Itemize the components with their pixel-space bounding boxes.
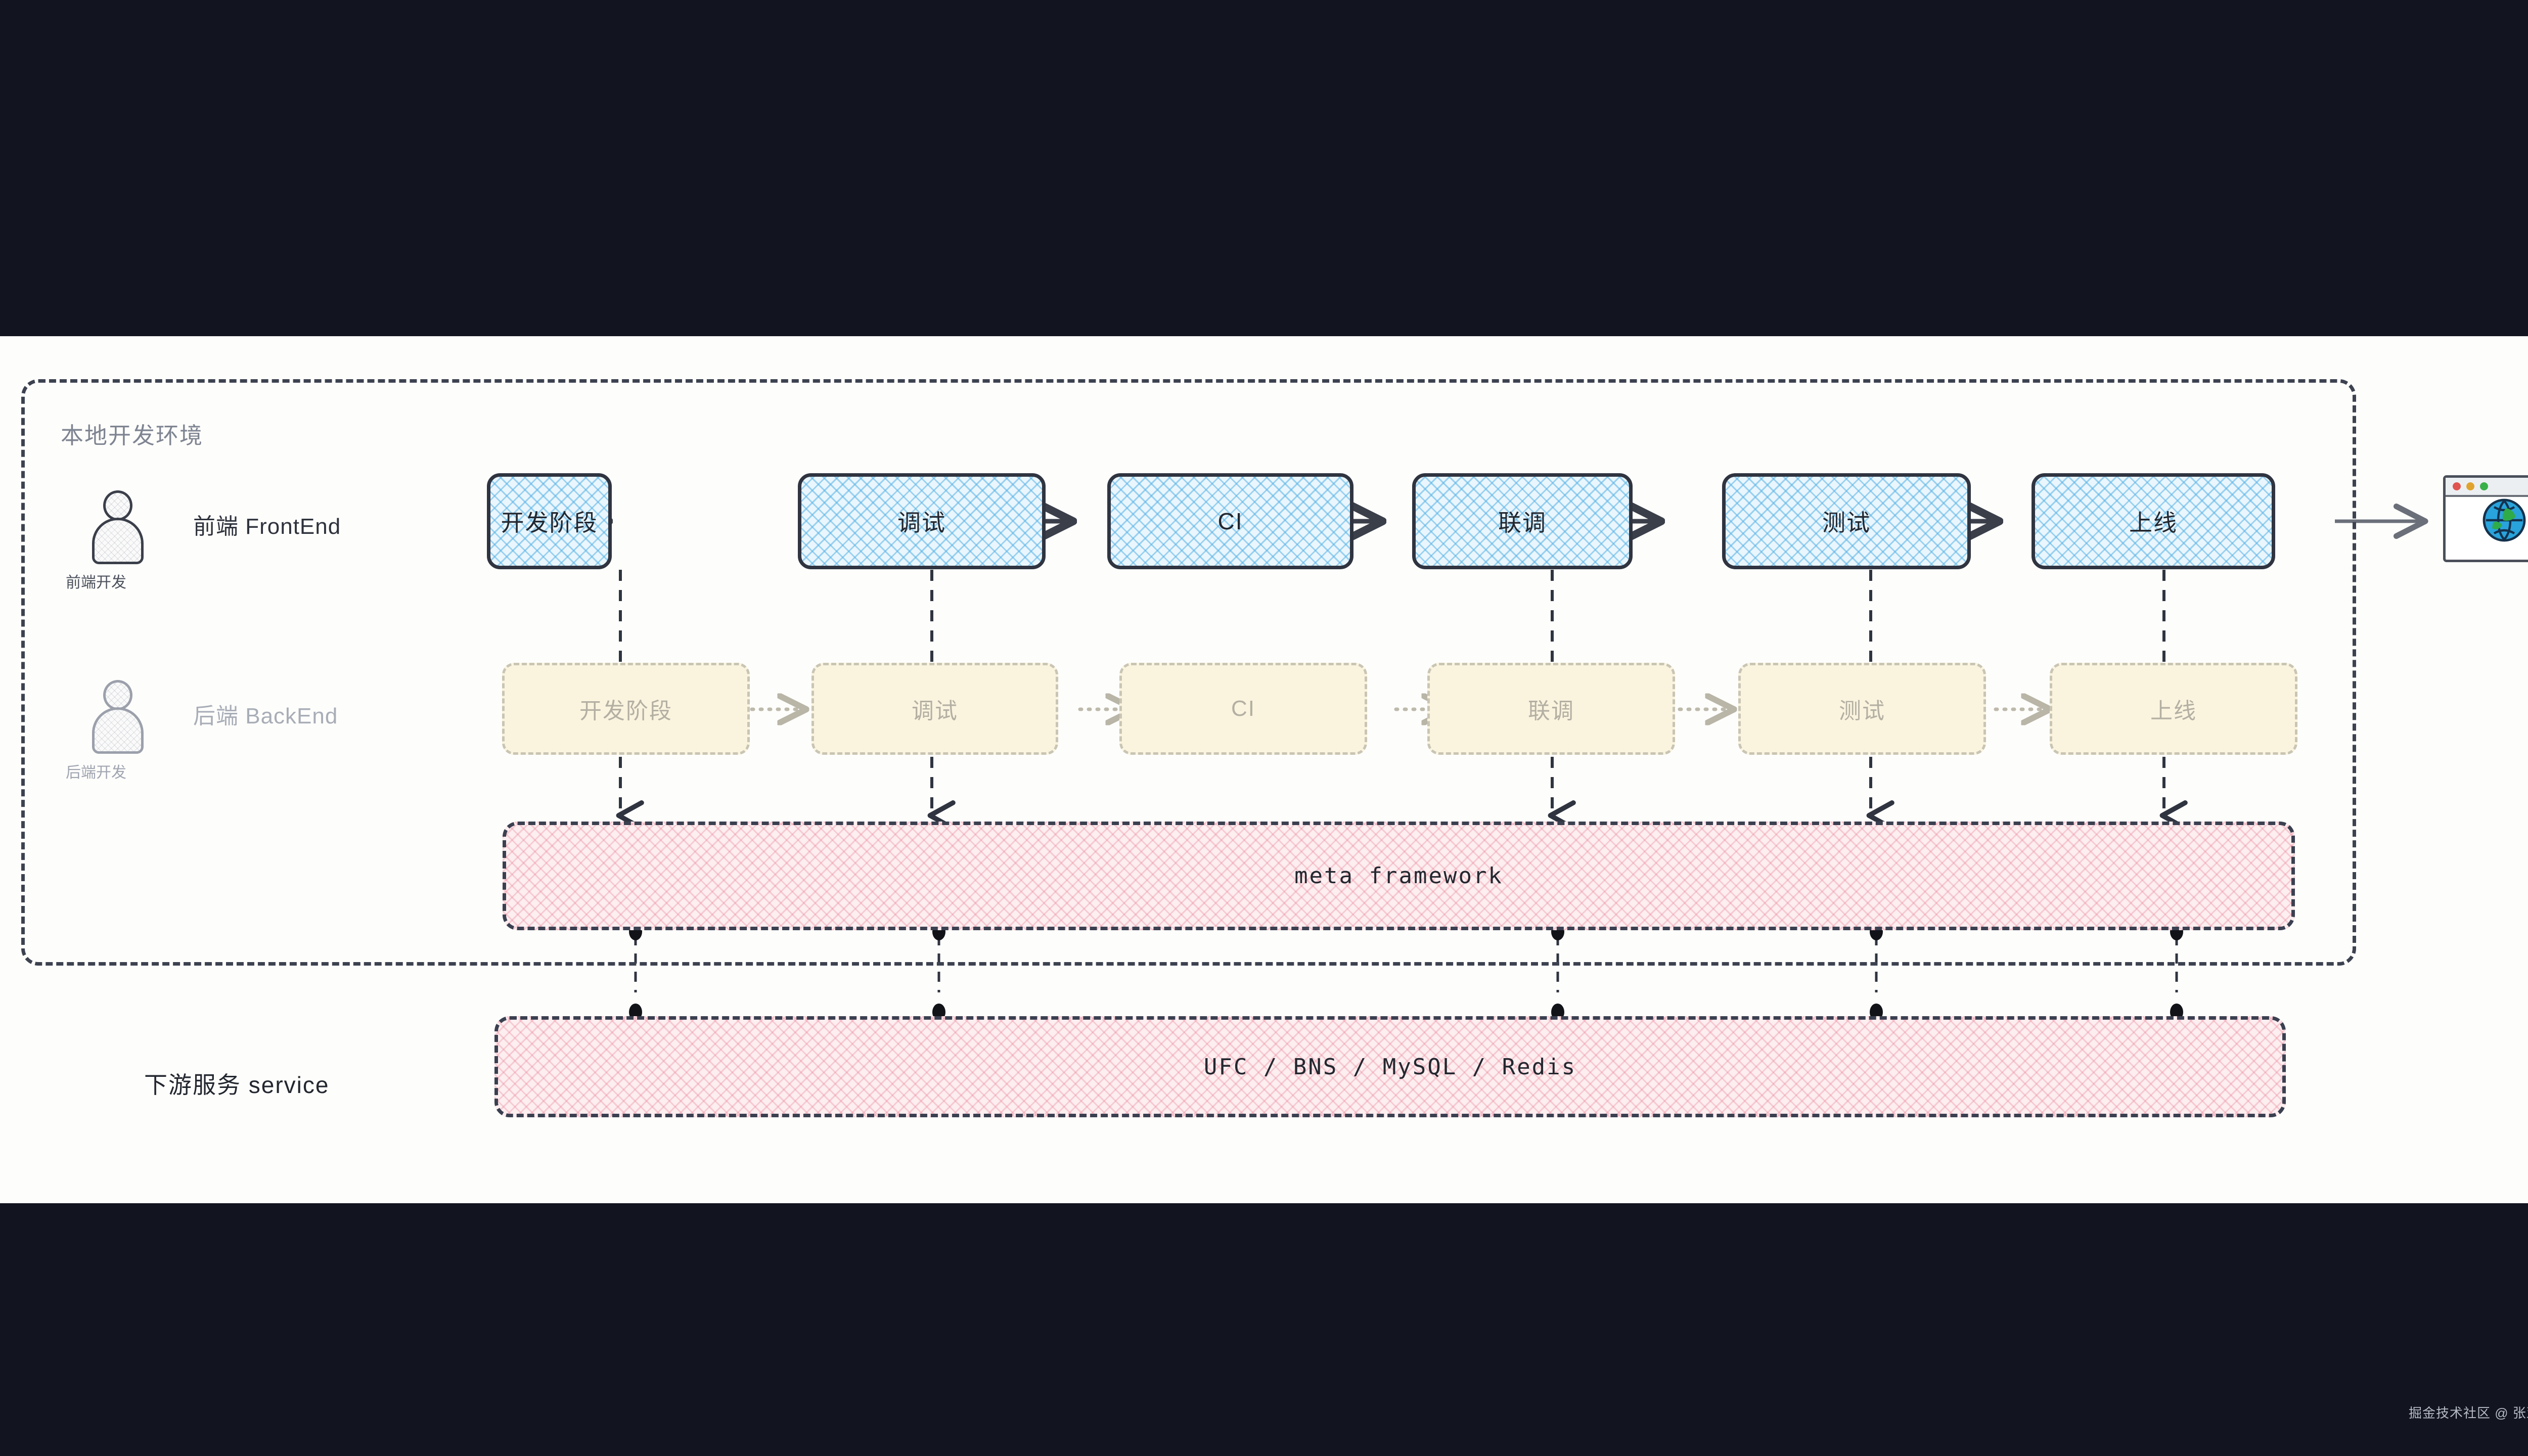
frontend-avatar-caption: 前端开发 — [66, 574, 126, 591]
backend-stage-1[interactable]: 调试 — [811, 663, 1058, 755]
frontend-avatar — [90, 490, 146, 564]
backend-stage-5[interactable]: 上线 — [2050, 663, 2297, 755]
avatar-body-icon — [92, 707, 144, 754]
frontend-stage-0[interactable]: 开发阶段 — [487, 473, 612, 569]
backend-avatar-caption: 后端开发 — [66, 764, 126, 781]
backend-stage-4[interactable]: 测试 — [1738, 663, 1986, 755]
avatar-head-icon — [103, 490, 132, 521]
globe-icon — [2482, 498, 2526, 542]
traffic-light-yellow-icon — [2466, 482, 2474, 490]
avatar-head-icon — [103, 680, 132, 710]
backend-role-title: 后端 BackEnd — [193, 704, 338, 729]
frontend-stage-1[interactable]: 调试 — [798, 473, 1046, 569]
avatar-body-icon — [92, 518, 144, 564]
browser-titlebar — [2446, 478, 2528, 497]
traffic-light-green-icon — [2480, 482, 2488, 490]
watermark: 掘金技术社区 @ 张亚涛 — [2409, 1405, 2528, 1421]
service-bar[interactable]: UFC / BNS / MySQL / Redis — [494, 1016, 2286, 1117]
backend-stage-2[interactable]: CI — [1119, 663, 1367, 755]
meta-framework-bar[interactable]: meta framework — [503, 822, 2295, 930]
frontend-stage-5[interactable]: 上线 — [2032, 473, 2275, 569]
backend-stage-0[interactable]: 开发阶段 — [502, 663, 750, 755]
frontend-stage-2[interactable]: CI — [1107, 473, 1353, 569]
traffic-light-red-icon — [2453, 482, 2461, 490]
frontend-role-title: 前端 FrontEnd — [193, 514, 341, 539]
local-env-container — [21, 379, 2356, 966]
backend-stage-3[interactable]: 联调 — [1427, 663, 1675, 755]
frontend-stage-3[interactable]: 联调 — [1412, 473, 1633, 569]
service-section-label: 下游服务 service — [144, 1072, 330, 1098]
local-env-label: 本地开发环境 — [61, 423, 204, 448]
browser-window-icon[interactable] — [2443, 475, 2528, 562]
backend-avatar — [90, 680, 146, 754]
frontend-stage-4[interactable]: 测试 — [1722, 473, 1971, 569]
diagram-canvas: 本地开发环境 前端开发 前端 FrontEnd 后端开发 后端 BackEnd … — [0, 336, 2528, 1203]
